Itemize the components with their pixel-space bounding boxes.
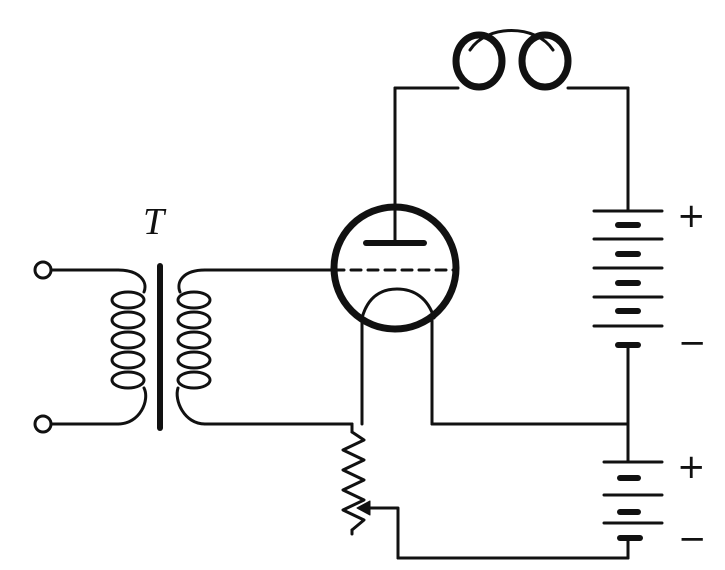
rheostat-slider-wire — [362, 506, 400, 560]
transformer-label: T — [143, 201, 165, 243]
battery-a-plus-sign: + — [677, 447, 706, 487]
rheostat-arrow — [356, 500, 371, 516]
input-terminal-bottom — [33, 414, 53, 434]
tube-filament — [360, 287, 436, 320]
plate-battery — [592, 209, 664, 348]
rheostat — [341, 422, 400, 560]
battery-b-plus-sign: + — [677, 196, 706, 236]
filament-battery — [602, 460, 664, 541]
transformer-secondary-coil — [175, 268, 212, 426]
headphones-icon — [452, 29, 572, 91]
battery-a-minus-sign: − — [678, 519, 707, 559]
input-terminal-top — [33, 260, 53, 280]
battery-b-minus-sign: − — [678, 323, 707, 363]
transformer-primary-coil — [110, 268, 148, 426]
